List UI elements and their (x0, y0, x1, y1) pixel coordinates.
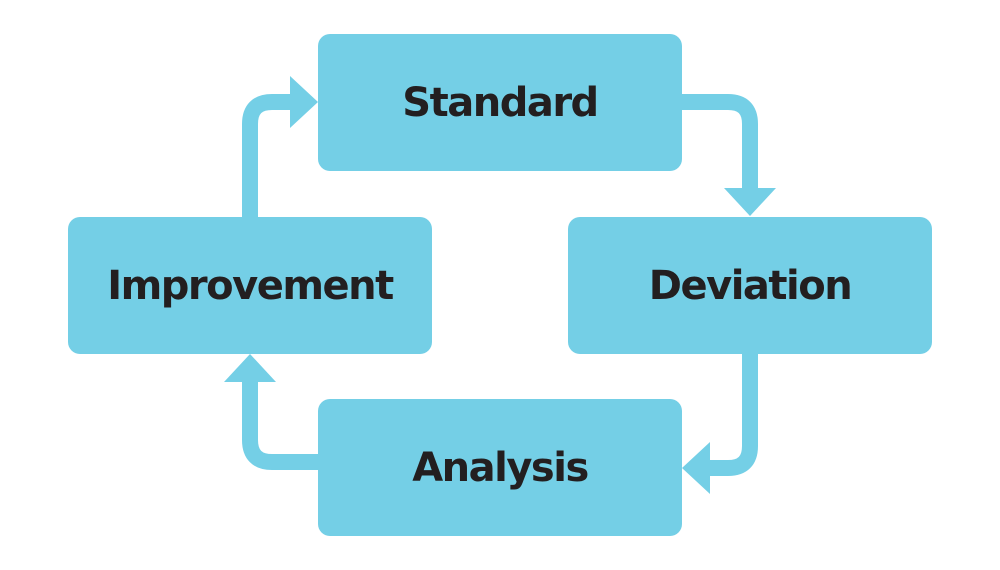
node-standard: Standard (318, 34, 682, 171)
node-improvement: Improvement (68, 217, 432, 354)
connector-deviation-to-analysis (682, 354, 758, 494)
connector-improvement-to-standard (242, 76, 318, 217)
node-analysis: Analysis (318, 399, 682, 536)
node-analysis-label: Analysis (412, 444, 589, 491)
node-standard-label: Standard (402, 79, 599, 126)
connector-analysis-to-improvement (224, 354, 318, 470)
node-deviation-label: Deviation (648, 262, 853, 309)
node-deviation: Deviation (568, 217, 932, 354)
connector-standard-to-deviation (682, 94, 776, 216)
node-improvement-label: Improvement (107, 262, 394, 309)
